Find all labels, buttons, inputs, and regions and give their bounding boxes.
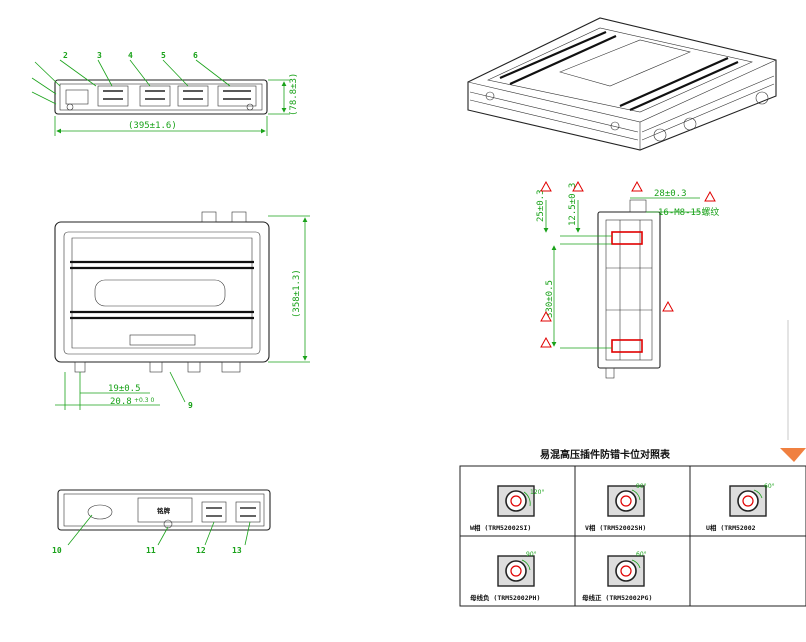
warning-triangle-6 [662, 300, 674, 312]
table-cell-u-phase: 60° U相 (TRM52002 [706, 483, 775, 532]
warning-triangle-1 [540, 180, 552, 192]
top-callout-9: 9 [188, 401, 193, 410]
cell-2-angle: 90° [636, 483, 647, 490]
side-dim-thread: 16-M8-15螺纹 [658, 206, 719, 218]
cell-5-angle: 60° [636, 551, 647, 558]
side-dim-v2: 12.5±0.3 [568, 183, 578, 226]
bottom-callout-11: 11 [146, 546, 156, 555]
table-cell-bus-negative: 90° 母线负 (TRM52002PH) [470, 551, 540, 602]
cell-2-caption: V相 (TRM52002SH) [585, 523, 646, 532]
top-height-dim: (358±1.3) [292, 269, 302, 318]
warning-triangle-7 [540, 336, 552, 348]
bottom-nameplate-label: 铭牌 [157, 506, 171, 515]
top-dim-a: 19±0.5 [108, 384, 141, 394]
table-title: 易混高压插件防错卡位对照表 [540, 448, 671, 461]
side-view: 28±0.3 16-M8-15螺纹 25±0.3 12.5±0.3 330±0.… [536, 180, 719, 379]
front-callout-2: 2 [63, 51, 68, 60]
table-cell-v-phase: 90° V相 (TRM52002SH) [585, 483, 647, 532]
warning-triangle-3 [631, 180, 643, 192]
cell-3-caption: U相 (TRM52002 [706, 523, 756, 532]
front-height-dim: (78.8±3) [289, 73, 299, 116]
side-dim-v3: 330±0.5 [545, 280, 555, 318]
front-callout-5: 5 [161, 51, 166, 60]
front-callout-4: 4 [128, 51, 133, 60]
warning-triangle-4 [704, 190, 716, 202]
cell-5-caption: 母线正 (TRM52002PG) [582, 593, 652, 602]
bottom-callout-10: 10 [52, 546, 62, 555]
bottom-callout-13: 13 [232, 546, 242, 555]
down-arrow-icon [780, 448, 806, 462]
front-width-dim: (395±1.6) [128, 121, 177, 131]
side-dim-v1: 25±0.3 [536, 189, 546, 222]
warning-triangle-5 [540, 310, 552, 322]
cell-4-angle: 90° [526, 551, 537, 558]
cell-1-angle: 120° [530, 489, 544, 496]
top-dim-b: 20.8 [110, 397, 132, 407]
cell-4-caption: 母线负 (TRM52002PH) [470, 593, 540, 602]
isometric-view [467, 17, 777, 151]
bottom-view: 铭牌 10 11 12 13 [52, 489, 271, 555]
top-view: (358±1.3) 19±0.5 20.8 +0.3 0 9 [54, 211, 310, 410]
top-dim-b-tol: +0.3 0 [134, 397, 154, 404]
connector-table: 易混高压插件防错卡位对照表 120° W相 (TRM52002SI) 90° V… [459, 448, 806, 607]
side-dim-top: 28±0.3 [654, 189, 687, 199]
front-callout-6: 6 [193, 51, 198, 60]
bottom-callout-12: 12 [196, 546, 206, 555]
table-cell-w-phase: 120° W相 (TRM52002SI) [470, 485, 544, 532]
warning-triangle-2 [572, 180, 584, 192]
front-view: 2 3 4 5 6 (395±1.6) (78.8±3) [31, 51, 299, 136]
cell-3-angle: 60° [764, 483, 775, 490]
front-callout-3: 3 [97, 51, 102, 60]
table-cell-bus-positive: 60° 母线正 (TRM52002PG) [582, 551, 652, 602]
cell-1-caption: W相 (TRM52002SI) [470, 523, 531, 532]
